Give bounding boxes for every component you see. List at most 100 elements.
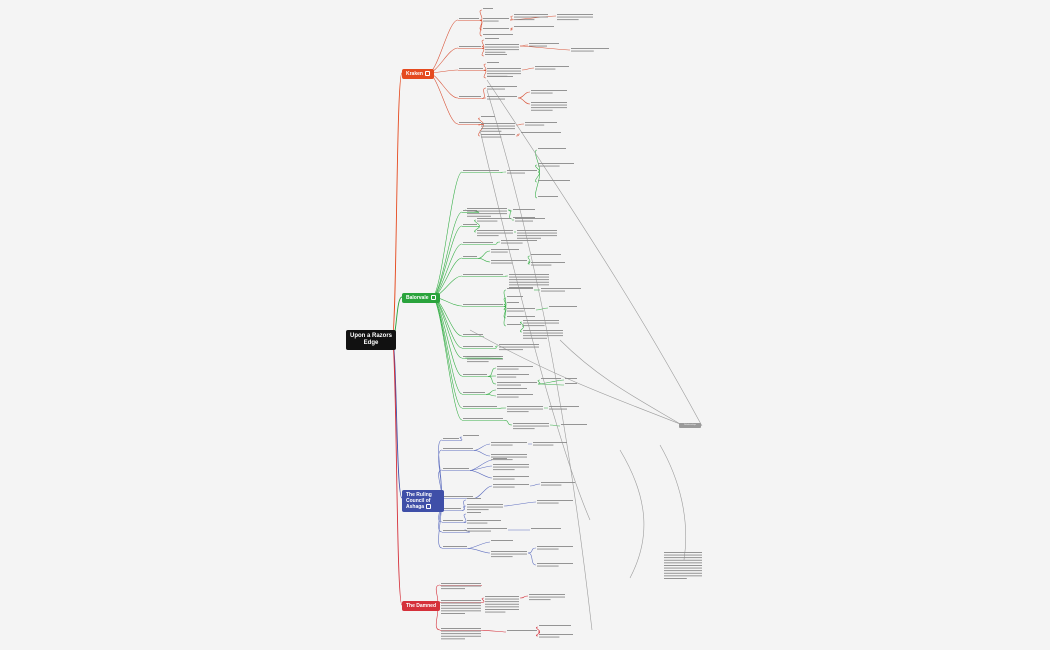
branch-ruling-council[interactable]: The Ruling Council of Ashaga [402, 490, 444, 512]
topic-text-stroke [538, 165, 560, 167]
topic-text-stroke [487, 73, 521, 75]
topic-text-stroke [537, 546, 573, 547]
connector-line [459, 436, 463, 441]
topic-text-stroke [493, 466, 529, 468]
topic-text-stroke [491, 251, 508, 253]
connector-line [507, 209, 513, 220]
topic-text-stroke [443, 448, 473, 449]
topic-text-stroke [513, 428, 535, 430]
connector-line [479, 20, 483, 37]
topic-text-stroke [467, 215, 491, 217]
topic-text-stroke [538, 180, 570, 181]
topic-text-stroke [531, 92, 553, 94]
topic-text-stroke [467, 210, 507, 212]
topic-text-stroke [467, 208, 507, 209]
topic-text-stroke [493, 478, 515, 480]
connector-line [515, 133, 521, 137]
topic-text-stroke [485, 54, 507, 55]
connector-line [467, 548, 491, 554]
topic-text-stroke [463, 224, 477, 225]
connector-line [477, 258, 491, 263]
topic-text-stroke [507, 630, 537, 631]
branch-the-damned[interactable]: The Damned [402, 601, 441, 611]
connector-line [463, 521, 467, 523]
branch-kraken[interactable]: Kraken [402, 69, 434, 79]
topic-text-stroke [485, 606, 519, 608]
topic-text-stroke [483, 18, 509, 19]
connector-line [519, 595, 529, 599]
connector-line [478, 124, 484, 137]
topic-text-stroke [501, 240, 537, 241]
connector-line [469, 459, 493, 471]
root-topic[interactable]: Upon a Razors Edge [346, 330, 396, 350]
connector-line [485, 389, 497, 395]
topic-text-stroke [507, 411, 529, 413]
topic-text-stroke [441, 630, 481, 632]
connector-line [473, 485, 493, 499]
connector-line [527, 255, 531, 263]
connector-line [521, 67, 535, 71]
topic-text-stroke [485, 611, 506, 613]
connector-line [483, 70, 487, 79]
connector-line [527, 552, 537, 566]
topic-text-stroke [517, 232, 557, 234]
topic-text-stroke [481, 134, 515, 135]
connector-line [503, 501, 537, 507]
branch-balorvale[interactable]: Balorvale [402, 293, 440, 303]
topic-text-stroke [557, 19, 579, 21]
topic-text-stroke [463, 242, 493, 243]
topic-text-stroke [541, 378, 561, 379]
topic-text-stroke [467, 522, 488, 524]
topic-text-stroke [571, 50, 594, 52]
connector-line [431, 171, 463, 298]
connector-line [509, 27, 514, 31]
topic-text-stroke [443, 496, 473, 497]
topic-text-stroke [523, 330, 563, 331]
floating-note[interactable]: Relationships [679, 423, 701, 428]
connector-line [473, 443, 491, 451]
connector-line [431, 296, 463, 395]
connector-line [481, 597, 485, 603]
topic-text-stroke [507, 316, 535, 317]
topic-text-stroke [441, 635, 481, 637]
topic-text-stroke [529, 599, 551, 601]
topic-text-stroke [664, 552, 702, 553]
relationship-curve [619, 449, 645, 579]
connector-line [493, 345, 499, 349]
topic-text-stroke [493, 486, 515, 488]
note-icon [424, 71, 430, 77]
topic-text-stroke [467, 361, 489, 363]
topic-text-stroke [487, 88, 505, 90]
topic-text-stroke [523, 335, 563, 337]
topic-text-stroke [443, 468, 469, 469]
topic-text-stroke [529, 43, 559, 44]
topic-text-stroke [507, 302, 519, 303]
topic-text-stroke [441, 610, 481, 612]
topic-text-stroke [557, 16, 593, 18]
topic-text-stroke [487, 70, 521, 72]
topic-text-stroke [525, 122, 557, 123]
connector-line [479, 9, 483, 21]
topic-text-stroke [523, 322, 559, 324]
topic-text-stroke [507, 172, 525, 174]
topic-text-stroke [497, 382, 537, 383]
topic-text-stroke [481, 123, 515, 124]
topic-text-stroke [537, 502, 559, 504]
topic-text-stroke [477, 235, 499, 237]
topic-text-stroke [483, 8, 493, 9]
topic-text-stroke [477, 230, 513, 231]
topic-text-stroke [467, 520, 501, 521]
connector-line [509, 15, 514, 21]
topic-text-stroke [517, 230, 557, 231]
topic-text-stroke [664, 578, 687, 579]
relationship-curve [659, 444, 686, 561]
topic-text-stroke [463, 392, 485, 393]
topic-text-stroke [497, 384, 521, 386]
topic-text-stroke [509, 284, 549, 286]
topic-text-stroke [441, 607, 481, 609]
topic-text-stroke [507, 310, 524, 312]
topic-text-stroke [541, 290, 565, 292]
connector-line [431, 296, 463, 377]
topic-text-stroke [459, 96, 481, 97]
